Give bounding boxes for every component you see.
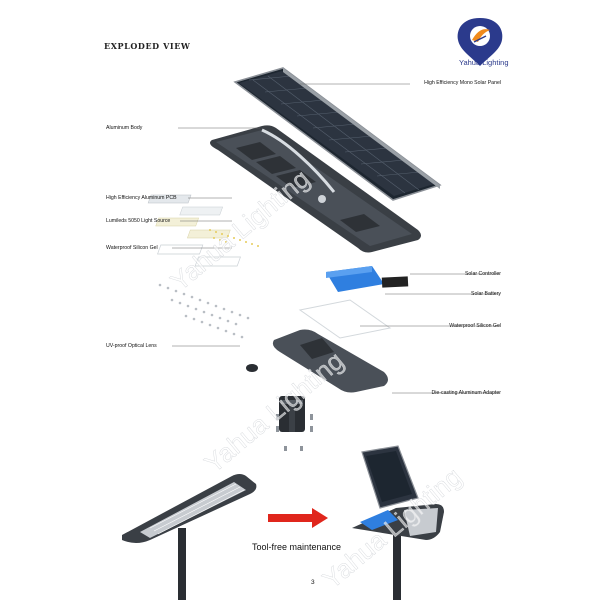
leader-lines bbox=[172, 83, 500, 394]
label-light-source: Lumileds 5050 Light Source bbox=[106, 218, 171, 224]
label-solar-panel: High Efficiency Mono Solar Panel bbox=[424, 80, 501, 86]
assembled-lamp-left bbox=[122, 474, 257, 600]
label-aluminum-body: Aluminum Body bbox=[106, 125, 143, 131]
brand-name: Yahua Lighting bbox=[459, 58, 509, 67]
solar-controller-part bbox=[381, 276, 409, 288]
watermark-text-1: Yahua Lighting bbox=[165, 163, 316, 296]
screws-part bbox=[276, 414, 313, 451]
silicon-gel-sheet-part bbox=[298, 299, 392, 339]
red-arrow-icon bbox=[268, 508, 328, 528]
label-pcb: High Efficiency Aluminum PCB bbox=[106, 195, 177, 201]
label-silicon-gel-left: Waterproof Silicon Gel bbox=[106, 245, 158, 251]
yahua-logo-icon bbox=[457, 18, 503, 66]
optical-lens-part bbox=[158, 283, 250, 339]
label-adapter: Die-casting Aluminum Adapter bbox=[431, 390, 502, 396]
label-optical-lens: UV-proof Optical Lens bbox=[106, 343, 157, 349]
label-silicon-gel-right: Waterproof Silicon Gel bbox=[449, 323, 501, 329]
open-lamp-right bbox=[352, 445, 444, 600]
maintenance-caption: Tool-free maintenance bbox=[252, 542, 342, 552]
watermark-text-2: Yahua Lighting bbox=[199, 345, 350, 478]
solar-panel-part bbox=[233, 67, 442, 201]
solar-battery-part bbox=[326, 266, 384, 292]
small-lens-part bbox=[246, 364, 258, 372]
aluminum-body-part bbox=[210, 125, 421, 253]
section-title: EXPLODED VIEW bbox=[104, 41, 191, 51]
lower-cover-part bbox=[272, 329, 388, 393]
aluminum-adapter-part bbox=[279, 396, 305, 432]
label-solar-controller: Solar Controller bbox=[464, 271, 501, 277]
page-number: 3 bbox=[311, 579, 315, 586]
led-chips-part bbox=[209, 229, 259, 247]
label-solar-battery: Solar Battery bbox=[471, 291, 501, 297]
pcb-plates-part bbox=[147, 194, 241, 267]
